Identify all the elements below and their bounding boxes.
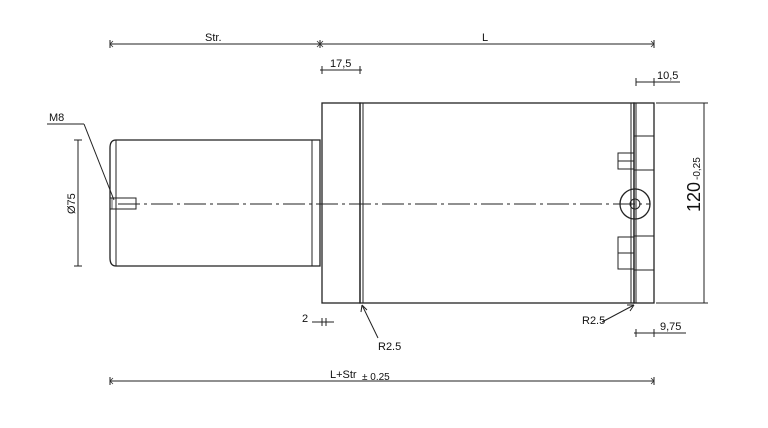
overall-label: L+Str bbox=[330, 369, 357, 381]
rear-end-cap bbox=[617, 102, 655, 304]
piston-rod bbox=[109, 139, 321, 267]
thread-label: M8 bbox=[49, 112, 64, 124]
cylinder-barrel bbox=[359, 102, 635, 304]
dim-10-5-label: 10,5 bbox=[657, 70, 678, 82]
leader-radius-right bbox=[601, 304, 635, 323]
dimension-2 bbox=[312, 318, 334, 326]
dimension-stroke-length bbox=[109, 40, 655, 48]
dim-length-label: L bbox=[482, 32, 488, 44]
dimension-9-75 bbox=[634, 329, 686, 337]
dim-diameter-label: Ø75 bbox=[66, 193, 78, 214]
dimension-height bbox=[656, 102, 708, 304]
dimension-diameter bbox=[74, 139, 82, 267]
radius-right-label: R2.5 bbox=[582, 315, 605, 327]
dimension-17-5 bbox=[320, 66, 362, 74]
dim-9-75-label: 9,75 bbox=[660, 321, 681, 333]
height-tolerance: -0,25 bbox=[692, 157, 703, 180]
leader-radius-left bbox=[360, 304, 379, 339]
overall-tolerance: ± 0.25 bbox=[362, 372, 390, 383]
radius-left-label: R2.5 bbox=[378, 341, 401, 353]
height-value: 120 bbox=[684, 182, 704, 212]
dimension-10-5 bbox=[635, 78, 680, 86]
dimension-overall bbox=[109, 377, 655, 385]
dim-stroke-label: Str. bbox=[205, 32, 222, 44]
dim-17-5-label: 17,5 bbox=[330, 58, 351, 70]
dim-2-label: 2 bbox=[302, 313, 308, 325]
leader-thread bbox=[47, 123, 115, 201]
front-flange bbox=[321, 102, 361, 304]
